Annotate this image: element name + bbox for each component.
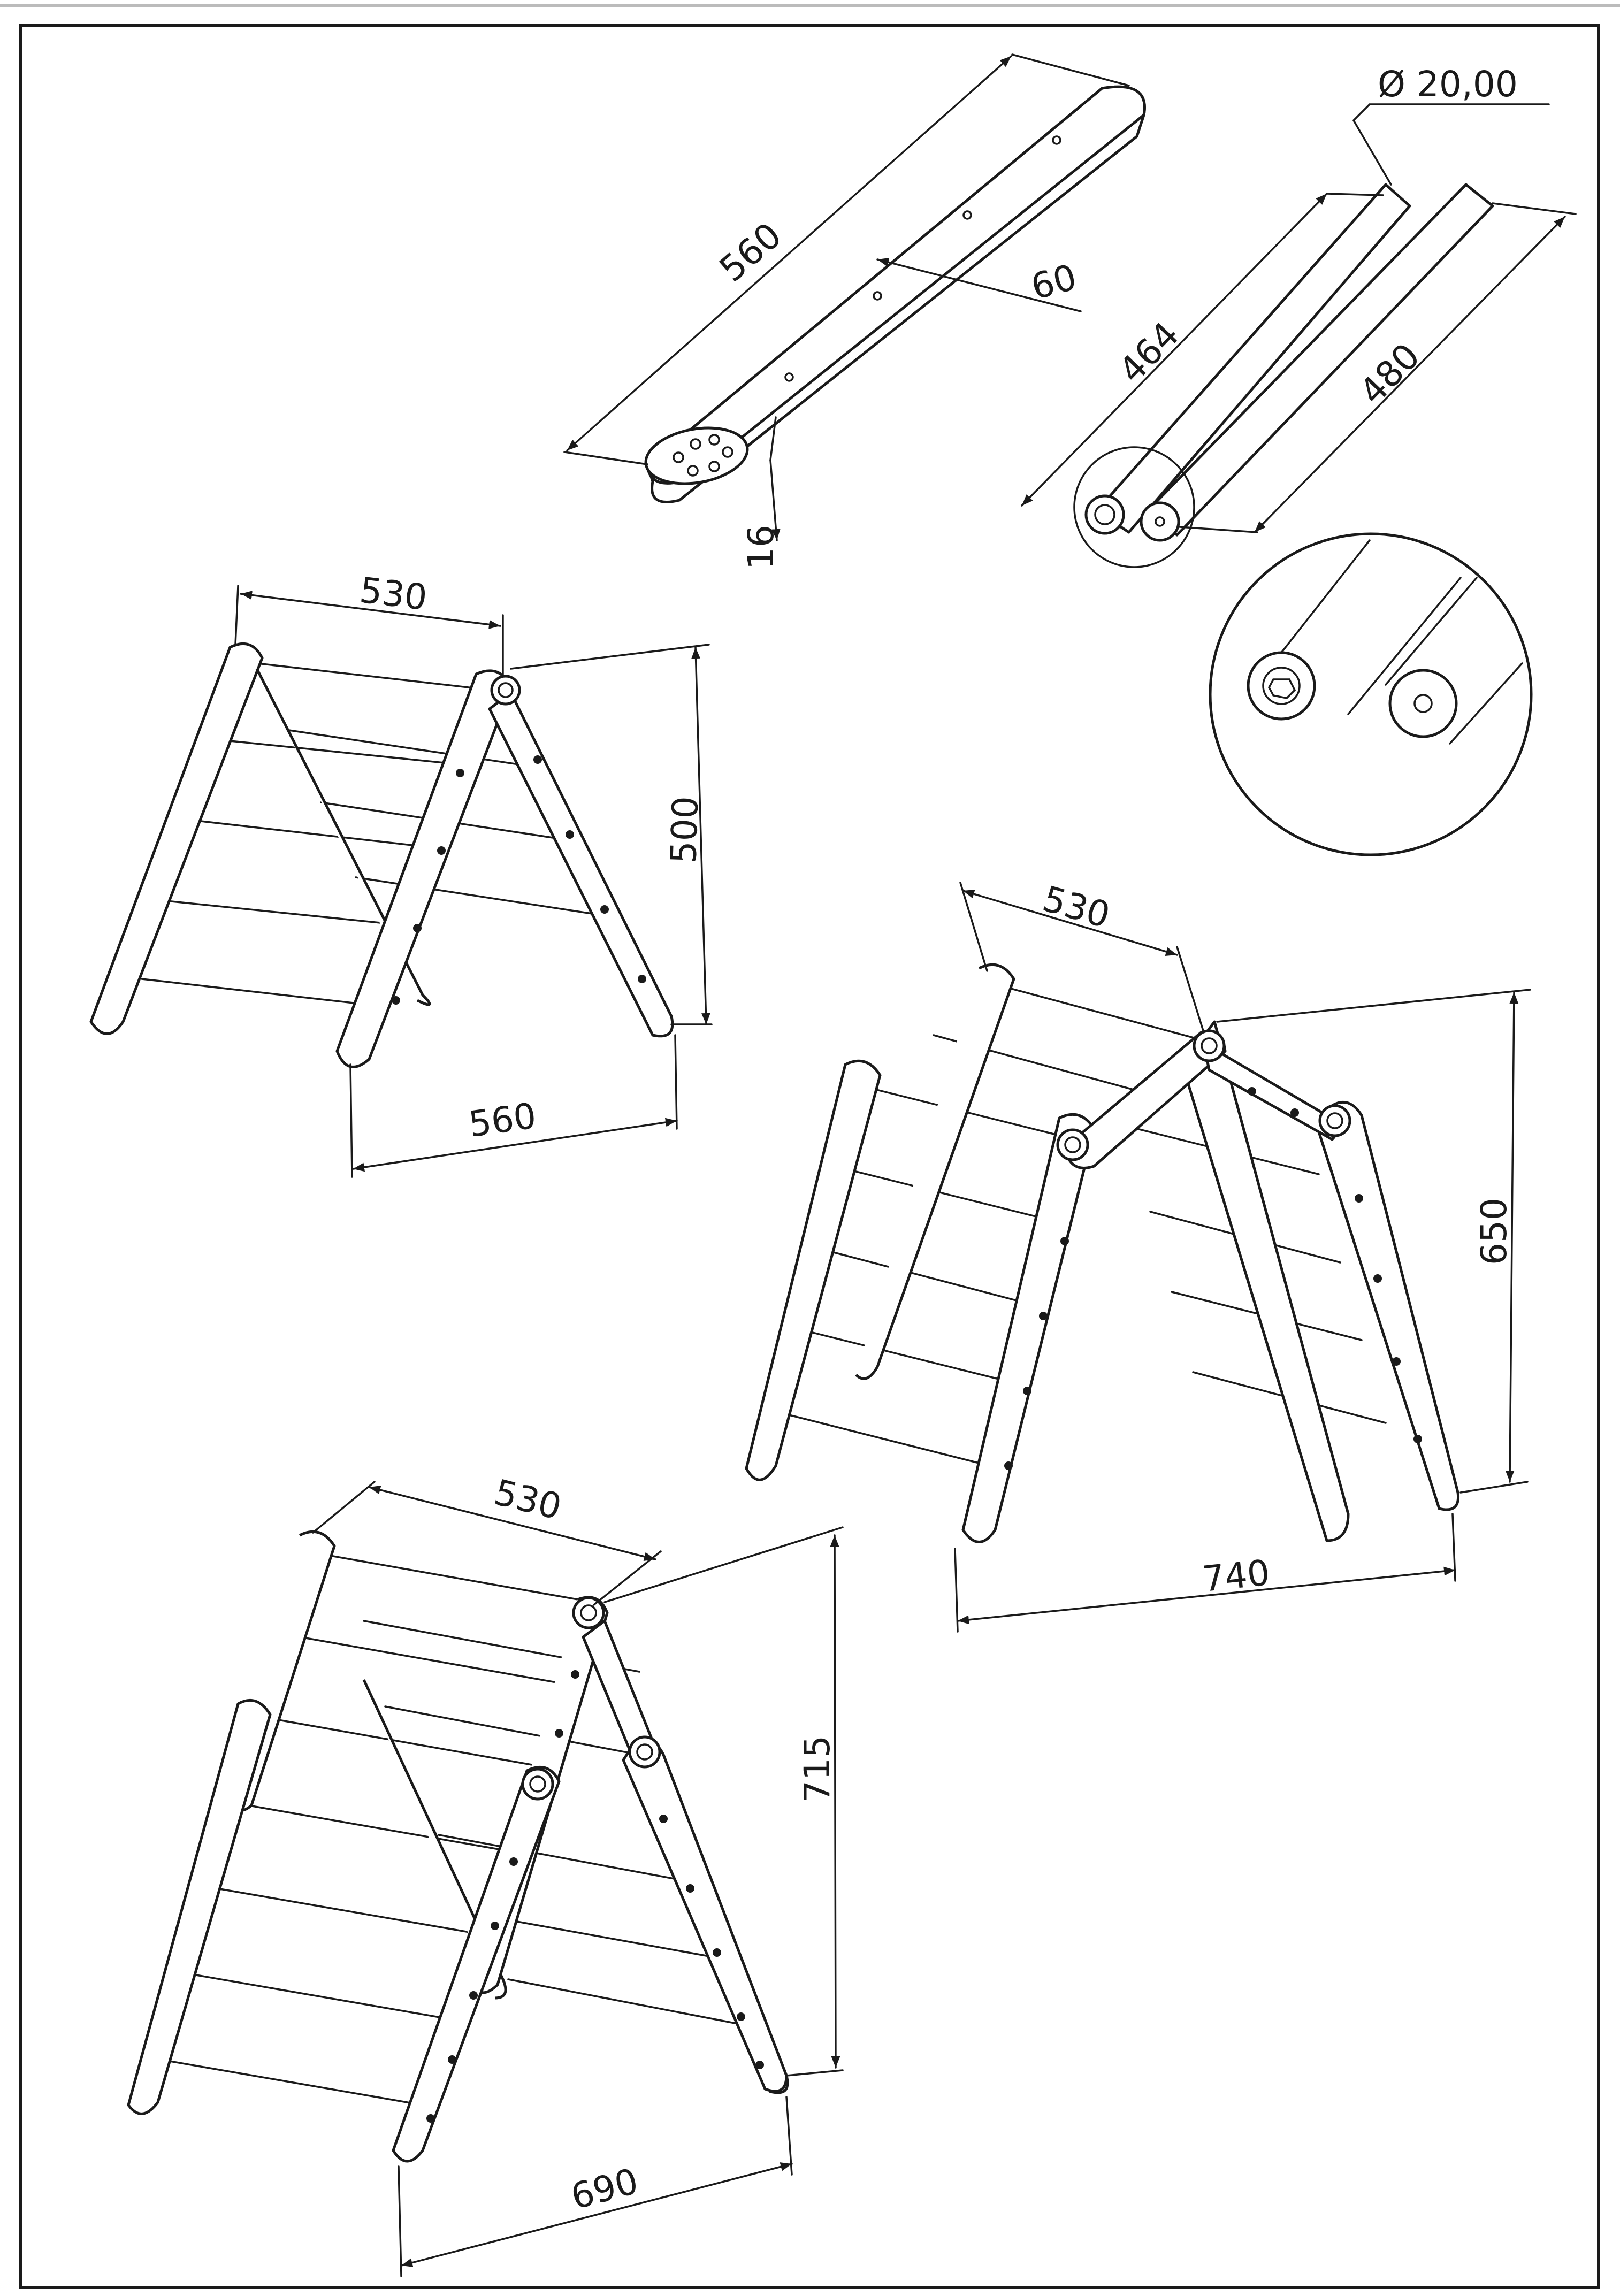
small-triangle-assembly: 530 500 560 bbox=[89, 569, 713, 1178]
large-rungs bbox=[159, 1553, 758, 2106]
rod-parts: Ø 20,00 464 480 bbox=[1021, 64, 1577, 568]
board-part: 560 60 16 bbox=[563, 53, 1146, 570]
dim-small-width: 530 bbox=[357, 569, 429, 618]
dim-middle-height: 650 bbox=[1473, 1198, 1515, 1265]
dim-small-base: 560 bbox=[467, 1095, 539, 1145]
large-triangle-assembly: 530 715 690 bbox=[127, 1472, 844, 2277]
dim-board-length: 560 bbox=[712, 215, 790, 290]
dim-large-width: 530 bbox=[490, 1472, 566, 1528]
large-bolt-holes bbox=[426, 1670, 764, 2123]
middle-arch-assembly: 530 650 740 bbox=[745, 878, 1531, 1633]
dim-rod-short: 464 bbox=[1111, 314, 1187, 391]
middle-bolt-holes bbox=[1004, 1087, 1422, 1470]
rod-end-detail bbox=[1209, 532, 1533, 856]
dim-large-base: 690 bbox=[567, 2160, 643, 2217]
small-rungs bbox=[141, 662, 600, 1007]
dim-board-thickness: 16 bbox=[740, 525, 782, 570]
dim-board-width: 60 bbox=[1027, 256, 1081, 308]
dim-large-height: 715 bbox=[797, 1735, 838, 1803]
drawing-frame bbox=[19, 24, 1600, 2289]
dim-middle-width: 530 bbox=[1038, 878, 1114, 936]
dim-rod-long: 480 bbox=[1351, 335, 1428, 412]
small-bolt-holes bbox=[392, 755, 646, 1005]
dim-small-height: 500 bbox=[663, 795, 706, 864]
dim-middle-base: 740 bbox=[1201, 1552, 1272, 1600]
dim-rod-diameter: Ø 20,00 bbox=[1378, 64, 1518, 105]
